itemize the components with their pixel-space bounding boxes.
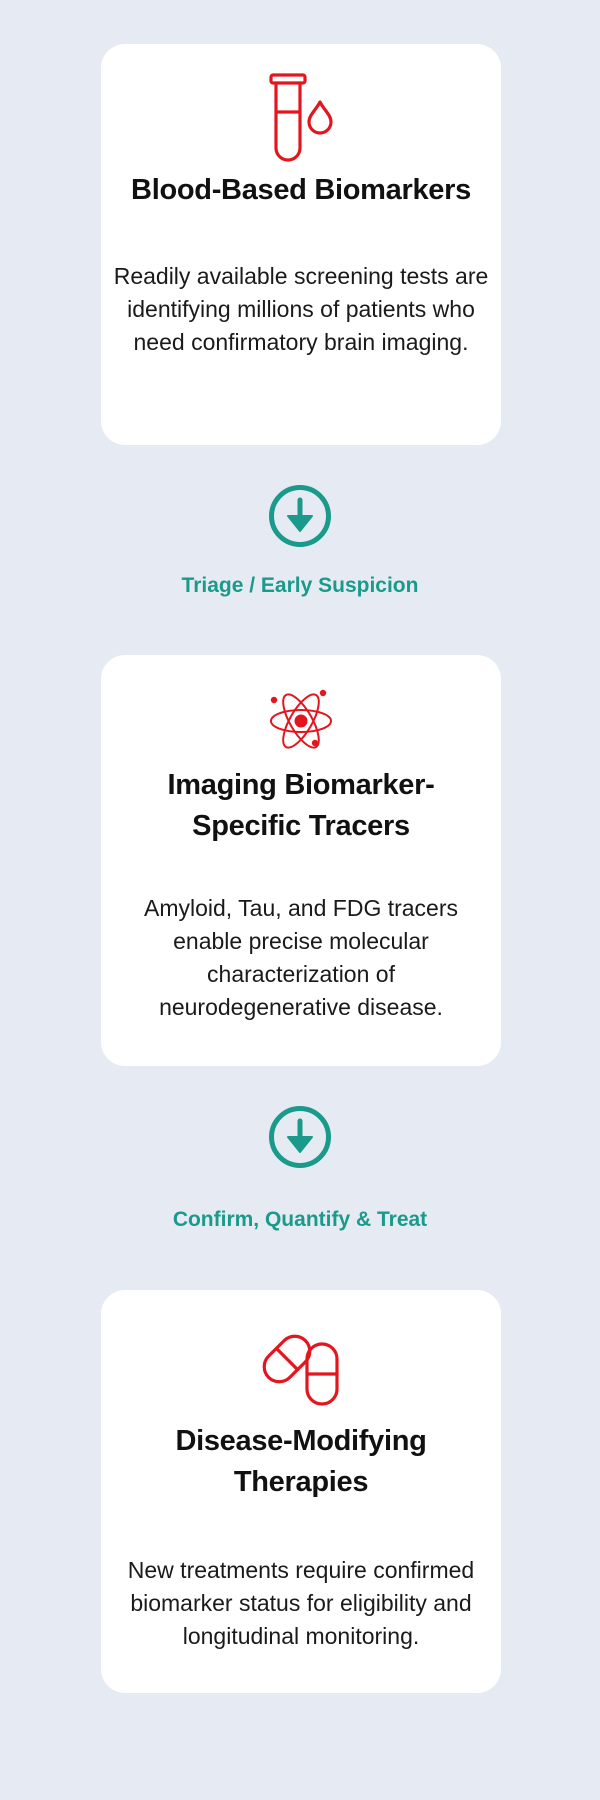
card-title: Imaging Biomarker-Specific Tracers	[167, 769, 435, 842]
step-label-confirm: Confirm, Quantify & Treat	[172, 1208, 428, 1231]
card-description: New treatments require confirmed biomark…	[127, 1557, 475, 1649]
step-label-triage: Triage / Early Suspicion	[181, 574, 419, 597]
test-tube-drop-icon	[269, 73, 333, 162]
capsule-pills-icon	[262, 1334, 339, 1406]
card-imaging-tracers: Imaging Biomarker-Specific Tracers Amylo…	[101, 655, 501, 1066]
card-description: Readily available screening tests are id…	[113, 263, 489, 355]
card-disease-modifying-therapies: Disease-Modifying Therapies New treatmen…	[101, 1290, 501, 1693]
arrow-down-circle-icon	[269, 485, 331, 547]
card-title: Disease-Modifying Therapies	[175, 1425, 427, 1498]
card-title: Blood-Based Biomarkers	[131, 174, 471, 206]
card-blood-based-biomarkers: Blood-Based Biomarkers Readily available…	[101, 44, 501, 445]
arrow-down-circle-icon	[269, 1106, 331, 1168]
card-description: Amyloid, Tau, and FDG tracers enable pre…	[143, 895, 459, 1020]
atom-icon	[270, 689, 332, 749]
